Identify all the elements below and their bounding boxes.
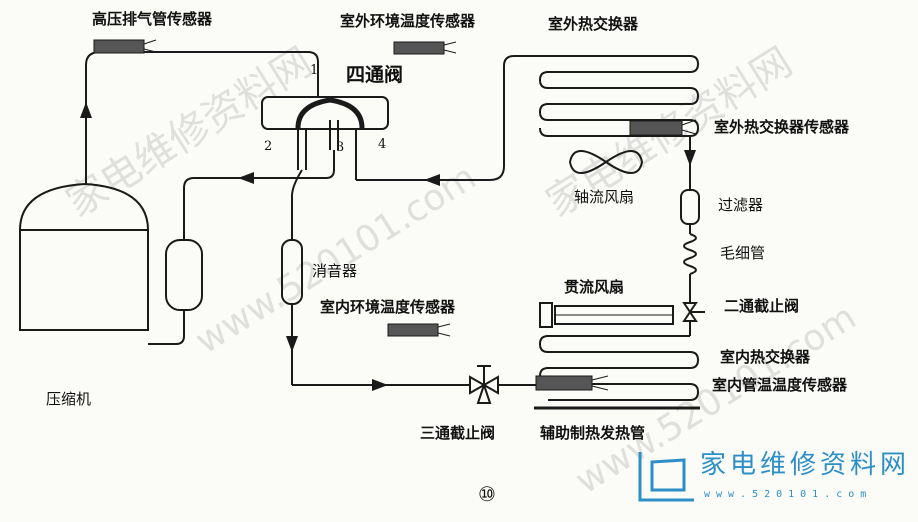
label-indoor-heat-exchanger: 室内热交换器 (720, 348, 811, 366)
logo-text-cn: 家电维修资料网 (700, 450, 911, 480)
indoor-ambient-sensor (387, 323, 439, 337)
outdoor-down-arrow (684, 150, 696, 166)
suction-arrow (238, 172, 254, 184)
three-way-valve-left (469, 375, 487, 395)
label-aux-heater: 辅助制热发热管 (540, 424, 646, 442)
port4-pipe (356, 55, 540, 181)
label-outdoor-ambient-sensor: 室外环境温度传感器 (340, 12, 476, 30)
label-muffler: 消音器 (312, 262, 358, 280)
valve-slider (295, 97, 365, 129)
high-pressure-sensor (93, 39, 145, 54)
filter-body (680, 189, 700, 225)
accumulator (165, 239, 203, 311)
label-indoor-ambient-sensor: 室内环境温度传感器 (320, 298, 456, 316)
suction-pipe (183, 150, 335, 240)
label-port-1: 1 (310, 63, 319, 78)
logo-mark (638, 452, 694, 502)
discharge-arrow (80, 102, 92, 118)
muffler-arrow (286, 336, 298, 352)
two-way-valve-bottom (682, 310, 698, 322)
indoor-pipe-sensor (535, 375, 593, 391)
discharge-pipe-top (85, 51, 319, 98)
accumulator-to-compressor (148, 310, 185, 345)
label-axial-fan: 轴流风扇 (574, 188, 635, 206)
sensor-lead-4 (437, 323, 451, 337)
label-outdoor-heat-exchanger: 室外热交换器 (548, 15, 639, 33)
outdoor-coil (538, 55, 700, 137)
label-capillary: 毛细管 (720, 244, 766, 262)
label-port-4: 4 (378, 137, 387, 152)
port2-pipe (291, 169, 303, 240)
label-port-3: 3 (336, 140, 345, 155)
label-compressor: 压缩机 (46, 390, 92, 408)
axial-fan-blades (568, 150, 644, 174)
label-high-pressure-sensor: 高压排气管传感器 (92, 10, 213, 28)
label-outdoor-hx-sensor: 室外热交换器传感器 (714, 118, 850, 136)
three-way-valve-bottom (476, 381, 492, 404)
sensor-lead-3 (681, 119, 697, 135)
outdoor-ambient-sensor (393, 41, 445, 55)
port4-arrow (424, 174, 440, 186)
figure-number: ⑩ (478, 482, 496, 506)
label-four-way-valve: 四通阀 (346, 64, 404, 86)
logo-text-url: www.520101.com (704, 489, 873, 500)
compressor-body (19, 182, 149, 331)
label-indoor-pipe-sensor: 室内管温温度传感器 (712, 376, 848, 394)
valve-body (261, 96, 389, 130)
two-way-valve-top (682, 302, 698, 314)
sensor-lead-1 (143, 39, 157, 53)
label-three-way-valve: 三通截止阀 (420, 424, 496, 442)
cross-flow-fan-cap (539, 302, 553, 328)
label-port-2: 2 (264, 139, 273, 154)
sensor-lead-5 (591, 375, 609, 391)
label-filter: 过滤器 (718, 196, 764, 214)
label-two-way-valve: 二通截止阀 (724, 297, 800, 315)
sensor-lead-2 (443, 41, 457, 54)
three-way-arrow (372, 379, 388, 391)
outdoor-hx-sensor (629, 120, 683, 136)
capillary-coil (683, 233, 697, 275)
indoor-coil (538, 335, 700, 401)
muffler (281, 239, 303, 305)
label-cross-flow-fan: 贯流风扇 (564, 278, 625, 296)
